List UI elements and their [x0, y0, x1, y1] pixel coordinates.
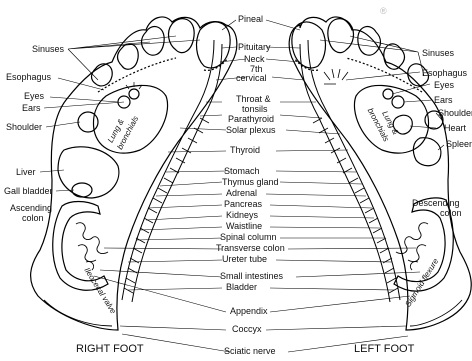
left-spleen-reflex — [413, 138, 441, 166]
left-label-descending-2: colon — [440, 208, 462, 218]
right-spine-reflex-inner — [132, 44, 222, 302]
right-intestine-loops — [76, 223, 108, 270]
ileocecal-text: Ileocecal valve — [82, 266, 118, 316]
right-label-sinuses: Sinuses — [32, 44, 65, 54]
label-transverse: Transverse colon — [216, 243, 285, 253]
label-cervical: cervical — [236, 73, 267, 83]
left-toe-2 — [328, 19, 354, 53]
left-label-spleen: Spleen — [446, 139, 472, 149]
left-intestine-loops — [396, 223, 428, 270]
left-label-eyes: Eyes — [434, 80, 455, 90]
label-spinal: Spinal column — [220, 232, 277, 242]
left-heel-pad — [410, 300, 462, 326]
label-sciatic: Sciatic nerve — [224, 346, 276, 356]
right-ascending-colon — [53, 202, 108, 291]
right-gallbladder-reflex — [72, 183, 92, 197]
center-labels: Pineal Pituitary Neck 7th cervical Throa… — [216, 14, 285, 356]
left-ear-reflex — [392, 96, 404, 108]
left-spine-reflex-inner — [300, 44, 390, 302]
right-label-shoulder: Shoulder — [6, 122, 42, 132]
label-pancreas: Pancreas — [224, 199, 263, 209]
left-foot-outline — [289, 17, 471, 330]
right-foot-labels: Sinuses Esophagus Eyes Ears Shoulder Liv… — [4, 44, 65, 223]
label-neck: Neck — [244, 54, 265, 64]
label-pineal: Pineal — [238, 14, 263, 24]
label-kidneys: Kidneys — [226, 210, 259, 220]
right-big-toe — [197, 22, 231, 68]
right-eye-reflex — [129, 89, 139, 99]
label-ureter: Ureter tube — [222, 254, 267, 264]
label-solar-plexus: Solar plexus — [226, 125, 276, 135]
right-label-ears: Ears — [22, 103, 41, 113]
right-toe-creases — [98, 58, 228, 92]
sigmoid-text: Sigmoid flexure — [403, 256, 440, 308]
right-toe-5 — [92, 64, 113, 86]
right-vertebrae — [124, 118, 209, 293]
label-coccyx: Coccyx — [232, 324, 262, 334]
left-vertebrae — [313, 118, 398, 293]
right-heel-pad — [44, 300, 112, 326]
left-esophagus-sunburst — [324, 69, 348, 84]
label-adrenal: Adrenal — [226, 188, 257, 198]
right-foot — [31, 17, 237, 330]
label-pituitary: Pituitary — [238, 42, 271, 52]
left-label-heart: Heart — [444, 123, 467, 133]
right-label-gallbladder: Gall bladder — [4, 186, 53, 196]
label-small-intestines: Small intestines — [220, 271, 284, 281]
left-label-esophagus: Esophagus — [422, 68, 468, 78]
label-appendix: Appendix — [230, 306, 268, 316]
label-thymus: Thymus gland — [222, 177, 279, 187]
left-label-ears: Ears — [434, 95, 453, 105]
label-parathyroid: Parathyroid — [228, 114, 274, 124]
right-toe-3 — [142, 27, 165, 56]
label-bladder: Bladder — [226, 282, 257, 292]
label-waistline: Waistline — [226, 221, 262, 231]
right-foot-title: RIGHT FOOT — [76, 343, 144, 355]
label-tonsils: tonsils — [242, 104, 268, 114]
left-label-descending-1: Descending — [412, 198, 460, 208]
registered-mark: ® — [380, 6, 387, 16]
right-toe-2 — [169, 19, 195, 53]
label-throat: Throat & — [236, 94, 271, 104]
right-label-ascending-2: colon — [22, 213, 44, 223]
label-stomach: Stomach — [224, 166, 260, 176]
right-label-eyes: Eyes — [24, 91, 45, 101]
right-label-liver: Liver — [16, 167, 36, 177]
right-label-ascending-1: Ascending — [10, 203, 52, 213]
left-label-shoulder: Shoulder — [438, 108, 472, 118]
left-eye-reflex — [383, 89, 393, 99]
right-shoulder-reflex — [78, 112, 98, 132]
left-label-sinuses: Sinuses — [422, 48, 455, 58]
right-foot-outline — [31, 17, 237, 330]
right-toe-4 — [118, 44, 139, 69]
right-label-esophagus: Esophagus — [6, 72, 52, 82]
left-foot — [289, 17, 471, 330]
left-foot-title: LEFT FOOT — [354, 343, 415, 355]
label-thyroid: Thyroid — [230, 145, 260, 155]
left-foot-labels: Sinuses Esophagus Eyes Ears Shoulder Hea… — [412, 48, 472, 218]
